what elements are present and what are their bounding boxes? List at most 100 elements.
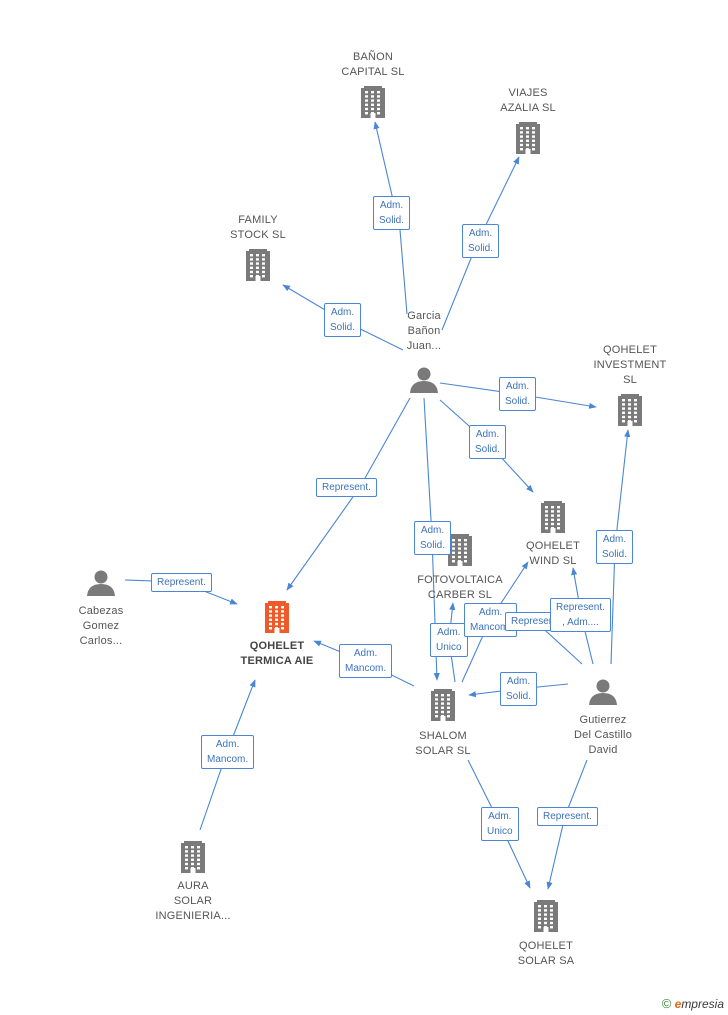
- edge-label-line: Solid.: [330, 322, 356, 333]
- edge-label-shalom-to-qtermica[interactable]: Adm. Mancom.: [339, 644, 393, 678]
- qwind-building-icon[interactable]: [541, 501, 565, 533]
- edge-label-line: Represent.: [543, 811, 592, 822]
- node-label-line: TERMICA AIE: [240, 655, 314, 667]
- edge-label-line: Solid.: [602, 549, 628, 560]
- node-label-line: SL: [623, 374, 637, 386]
- edge-label-garcia-to-banon[interactable]: Adm.Solid.: [373, 196, 411, 230]
- node-label-line: AURA: [177, 880, 209, 892]
- node-label-line: Juan...: [406, 340, 442, 352]
- edge-garcia-to-banon: [373, 121, 408, 315]
- node-label-qwind[interactable]: QOHELET WIND SL: [493, 539, 613, 569]
- edge-label-line: Adm.: [353, 648, 378, 659]
- qsolar-building-icon[interactable]: [534, 900, 558, 932]
- node-label-qsolar[interactable]: QOHELET SOLAR SA: [486, 939, 606, 969]
- foto-building-icon[interactable]: [448, 534, 472, 566]
- edge-label-line: Adm.: [215, 739, 240, 750]
- node-label-line: FAMILY: [238, 214, 278, 226]
- edge-label-garcia-to-viajes[interactable]: Adm. Solid.: [462, 224, 500, 258]
- edge-label-line: Represent.: [511, 616, 560, 627]
- node-label-line: FOTOVOLTAICA: [417, 574, 503, 586]
- nodes-layer: [87, 86, 642, 932]
- edge-label-line: Adm.: [330, 307, 355, 318]
- edge-label-cabezas-to-qtermica[interactable]: Represent.: [151, 573, 212, 592]
- edge-label-line: Adm.: [437, 627, 461, 638]
- cabezas-person-icon[interactable]: [87, 570, 115, 597]
- node-label-line: QOHELET: [519, 940, 573, 952]
- aura-building-icon[interactable]: [181, 841, 205, 873]
- node-label-line: SOLAR SA: [517, 955, 575, 967]
- edge-label-gutierrez-to-shalom[interactable]: Adm. Solid.: [500, 672, 538, 706]
- garcia-person-icon[interactable]: [410, 367, 438, 394]
- edge-label-garcia-to-qtermica[interactable]: Represent.: [316, 478, 377, 497]
- edge-label-line: Solid.: [468, 243, 494, 254]
- node-label-line: SOLAR: [173, 895, 213, 907]
- edge-label-garcia-to-qinv[interactable]: Adm. Solid.: [499, 377, 537, 411]
- brand-name: mpresia: [681, 997, 724, 1011]
- node-label-line: BAÑON: [352, 51, 394, 63]
- edge-label-gutierrez-to-qsolar[interactable]: Represent.: [537, 807, 598, 826]
- node-label-line: SOLAR SL: [415, 745, 471, 757]
- edge-label-garcia-to-family[interactable]: Adm. Solid.: [324, 303, 362, 337]
- node-label-line: Gutierrez: [579, 714, 627, 726]
- banon-building-icon[interactable]: [361, 86, 385, 118]
- node-label-family[interactable]: FAMILY STOCK SL: [198, 213, 318, 243]
- edge-label-line: Adm.: [468, 228, 493, 239]
- family-building-icon[interactable]: [246, 249, 270, 281]
- gutierrez-person-icon[interactable]: [589, 679, 617, 706]
- edge-label-shalom-to-qsolar[interactable]: Adm.Unico: [481, 807, 519, 841]
- edge-label-garcia-to-shalom[interactable]: Adm.Solid.: [414, 521, 452, 555]
- node-label-line: QOHELET: [249, 640, 305, 652]
- edge-label-line: Adm.: [602, 534, 627, 545]
- edge-label-line: Represent.: [556, 602, 605, 613]
- edge-label-gutierrez-to-qwind[interactable]: Represent. , Adm....: [550, 598, 611, 632]
- node-label-line: STOCK SL: [230, 229, 286, 241]
- edge-label-shalom-to-foto[interactable]: Adm. Unico: [430, 623, 468, 657]
- edge-label-line: Represent.: [157, 577, 206, 588]
- edge-label-line: Mancom.: [345, 663, 387, 674]
- edge-label-gutierrez-to-qinv[interactable]: Adm. Solid.: [596, 530, 634, 564]
- edge-label-aura-to-qtermica[interactable]: Adm. Mancom.: [201, 735, 255, 769]
- node-label-line: Del Castillo: [573, 729, 633, 741]
- node-label-line: QOHELET: [603, 344, 657, 356]
- empresia-brand[interactable]: © empresia: [662, 996, 724, 1011]
- edge-label-line: Adm.: [506, 676, 531, 687]
- viajes-building-icon[interactable]: [516, 122, 540, 154]
- edge-label-line: Adm.: [478, 607, 503, 618]
- node-label-shalom[interactable]: SHALOM SOLAR SL: [383, 729, 503, 759]
- node-label-line: SHALOM: [419, 730, 467, 742]
- edge-label-line: Adm.: [420, 525, 445, 536]
- edge-label-line: Mancom.: [470, 622, 512, 633]
- edge-label-line: Mancom.: [207, 754, 249, 765]
- node-label-line: Cabezas: [78, 605, 124, 617]
- node-label-line: Gomez: [82, 620, 120, 632]
- qtermica-building-icon[interactable]: [265, 601, 289, 633]
- edge-label-line: , Adm....: [562, 617, 599, 628]
- edge-label-line: Represent.: [322, 482, 371, 493]
- node-label-line: Carlos...: [79, 635, 123, 647]
- edge-label-garcia-to-qwind[interactable]: Adm.Solid.: [469, 425, 507, 459]
- edge-label-shalom-to-qwind[interactable]: Adm. Mancom.: [464, 603, 518, 637]
- node-label-line: QOHELET: [526, 540, 580, 552]
- edge-label-line: Solid.: [475, 444, 501, 455]
- qinv-building-icon[interactable]: [618, 394, 642, 426]
- node-label-line: CAPITAL SL: [341, 66, 405, 78]
- node-label-qtermica[interactable]: QOHELET TERMICA AIE: [217, 639, 337, 669]
- node-label-banon[interactable]: BAÑON CAPITAL SL: [313, 50, 433, 80]
- node-label-line: VIAJES: [508, 87, 548, 99]
- edge-label-line: Unico: [436, 642, 462, 653]
- shalom-building-icon[interactable]: [431, 689, 455, 721]
- edge-label-line: Solid.: [379, 215, 405, 226]
- edge-label-line: Solid.: [506, 691, 532, 702]
- node-label-line: Garcia: [407, 310, 441, 322]
- node-label-line: WIND SL: [529, 555, 577, 567]
- edge-label-line: Adm.: [505, 381, 530, 392]
- edge-label-line: Solid.: [505, 396, 531, 407]
